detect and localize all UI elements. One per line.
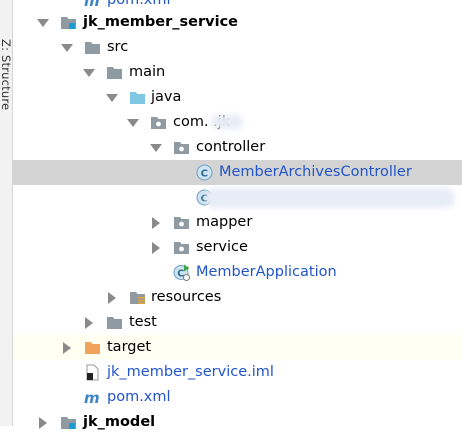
source-folder-icon [130,92,145,104]
tree-row-iml-file[interactable]: jk_member_service.iml [13,360,462,385]
spring-boot-class-icon: C [173,264,190,281]
java-class-icon: C [196,164,213,181]
collapse-arrow-icon[interactable] [36,10,50,35]
collapse-arrow-icon[interactable] [60,35,74,60]
excluded-folder-icon [85,342,100,354]
project-tree: m pom.xml jk_member_service src main jav… [13,0,462,430]
tree-row-java[interactable]: java [13,85,462,110]
tree-row-label: service [196,239,248,255]
module-folder-icon [61,417,76,429]
svg-text:C: C [201,169,208,180]
folder-icon [107,317,122,329]
iml-file-icon [86,364,99,381]
module-folder-icon [61,17,76,29]
tree-row-mapper[interactable]: mapper [13,210,462,235]
tree-row-label: MemberApplication [196,264,337,280]
package-icon [174,217,189,229]
tree-row-label: jk_member_service [83,14,238,30]
tree-row-label: target [107,339,152,355]
expand-arrow-icon[interactable] [149,235,163,260]
redaction-blur [205,188,455,208]
expand-arrow-icon[interactable] [149,210,163,235]
tree-row-main[interactable]: main [13,60,462,85]
tree-row-label: mapper [196,214,253,230]
structure-tab-label[interactable]: Z: Structure [0,39,13,111]
tree-row-label: jk_member_service.iml [107,364,274,380]
package-icon [174,142,189,154]
redaction-blur [211,115,243,129]
collapse-arrow-icon[interactable] [82,60,96,85]
tree-row-label: test [129,314,157,330]
folder-icon [107,67,122,79]
svg-text:C: C [177,268,184,279]
tree-row-module-jk-member-service[interactable]: jk_member_service [13,10,462,35]
collapse-arrow-icon[interactable] [149,135,163,160]
tree-row-pom-top[interactable]: m pom.xml [13,0,462,13]
svg-text:m: m [84,0,100,9]
package-icon [151,117,166,129]
tree-row-controller[interactable]: controller [13,135,462,160]
expand-arrow-icon[interactable] [105,285,119,310]
tree-row-label: resources [151,289,222,305]
tree-row-target[interactable]: target [13,335,462,360]
structure-tool-window-strip[interactable]: Z: Structure [0,0,13,426]
tree-row-label: main [129,64,166,80]
tree-row-label: java [151,89,182,105]
tree-row-label: controller [196,139,266,155]
tree-row-resources[interactable]: resources [13,285,462,310]
folder-icon [85,42,100,54]
maven-file-icon: m [84,0,100,9]
maven-file-icon: m [84,389,100,406]
tree-row-module-jk-model[interactable]: jk_model [13,410,462,435]
tree-row-src[interactable]: src [13,35,462,60]
collapse-arrow-icon[interactable] [126,110,140,135]
expand-arrow-icon[interactable] [36,410,50,435]
tree-row-label: pom.xml [107,389,171,405]
package-icon [174,242,189,254]
tree-row-member-archives-controller[interactable]: C MemberArchivesController [13,160,462,185]
tree-row-label: src [107,39,129,55]
tree-row-label: MemberArchivesController [219,164,412,180]
tree-row-package-root[interactable]: com. .jk [13,110,462,135]
tree-row-member-application[interactable]: C MemberApplication [13,260,462,285]
resources-folder-icon [130,292,145,304]
tree-row-test[interactable]: test [13,310,462,335]
tree-row-service[interactable]: service [13,235,462,260]
expand-arrow-icon[interactable] [60,335,74,360]
svg-text:C: C [201,194,208,205]
tree-row-label: pom.xml [107,0,171,8]
expand-arrow-icon[interactable] [82,310,96,335]
svg-text:m: m [84,389,100,406]
collapse-arrow-icon[interactable] [105,85,119,110]
tree-row-label: jk_model [83,414,156,430]
tree-row-pom[interactable]: m pom.xml [13,385,462,410]
tree-row-redacted-class[interactable]: C [13,185,462,210]
